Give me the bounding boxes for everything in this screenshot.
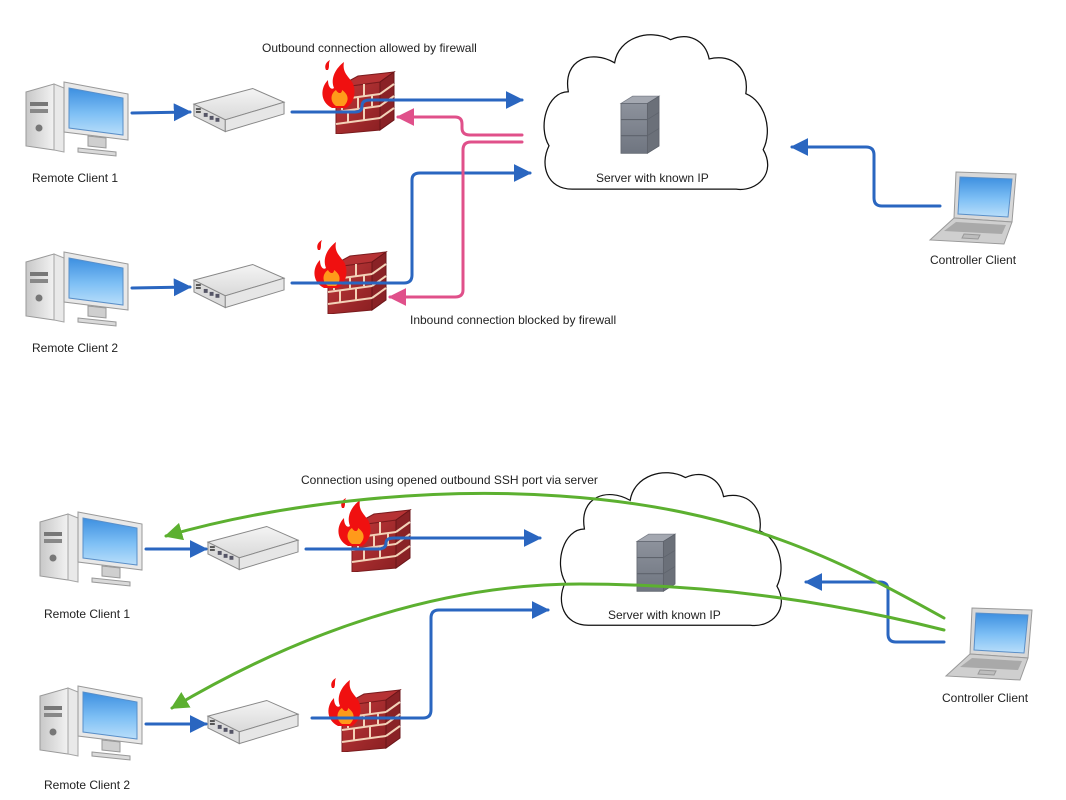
top-diagram: Server with known IP Remote Client 1 Rem… <box>25 34 1017 355</box>
network-switch-icon[interactable] <box>207 699 299 745</box>
inbound-note: Inbound connection blocked by firewall <box>410 313 616 327</box>
firewall-icon[interactable] <box>313 239 387 314</box>
outbound-allowed-link-1 <box>290 91 524 114</box>
outbound-allowed-link-2 <box>310 601 550 720</box>
top-server-label: Server with known IP <box>596 171 709 185</box>
laptop-icon[interactable] <box>929 171 1017 245</box>
top-client2-label: Remote Client 2 <box>32 341 118 355</box>
outbound-note: Outbound connection allowed by firewall <box>262 41 477 55</box>
bottom-client2-label: Remote Client 2 <box>44 778 130 792</box>
desktop-computer-icon[interactable] <box>25 251 129 327</box>
top-client1-label: Remote Client 1 <box>32 171 118 185</box>
top-controller-label: Controller Client <box>930 253 1017 267</box>
desktop-computer-icon[interactable] <box>39 511 143 587</box>
firewall-icon[interactable] <box>337 497 411 572</box>
bottom-client1-label: Remote Client 1 <box>44 607 130 621</box>
controller-to-server-link <box>790 138 942 208</box>
inbound-blocked-link-1 <box>396 108 524 137</box>
ssh-tunnel-link-2 <box>170 582 946 710</box>
network-switch-icon[interactable] <box>193 263 285 309</box>
firewall-icon[interactable] <box>321 59 395 134</box>
desktop-computer-icon[interactable] <box>25 81 129 157</box>
ssh-note: Connection using opened outbound SSH por… <box>301 473 598 487</box>
client1-to-switch-link <box>130 103 192 122</box>
outbound-allowed-link-2 <box>290 164 532 285</box>
server-tower-icon[interactable] <box>620 95 660 155</box>
firewall-icon[interactable] <box>327 677 401 752</box>
desktop-computer-icon[interactable] <box>39 685 143 761</box>
inbound-blocked-link-2 <box>388 140 524 306</box>
controller-to-server-link <box>804 573 946 644</box>
network-switch-icon[interactable] <box>207 525 299 571</box>
bottom-server-label: Server with known IP <box>608 608 721 622</box>
ssh-tunnel-link-1 <box>164 491 946 620</box>
server-tower-icon[interactable] <box>636 533 676 593</box>
bottom-diagram: Server with known IP Remote Client 1 Rem… <box>39 472 1033 792</box>
outbound-allowed-link-1 <box>304 529 542 551</box>
bottom-controller-label: Controller Client <box>942 691 1029 705</box>
client2-to-switch-link <box>130 278 192 297</box>
network-switch-icon[interactable] <box>193 87 285 133</box>
laptop-icon[interactable] <box>945 607 1033 681</box>
